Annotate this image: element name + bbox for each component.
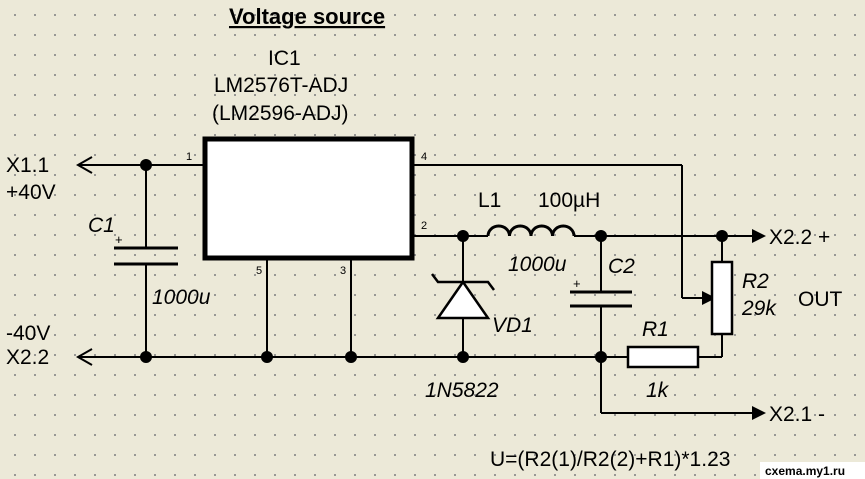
x22-left-voltage-label: -40V — [6, 322, 50, 345]
vd1-ref-label: VD1 — [492, 314, 533, 337]
arrow-r2-wiper — [702, 291, 716, 305]
x22-left-label: X2.2 — [6, 346, 49, 369]
arrow-x22-out — [752, 229, 766, 243]
junction-dots — [140, 159, 728, 363]
r1-ref-label: R1 — [642, 318, 669, 341]
r2-ref-label: R2 — [742, 270, 769, 293]
watermark-background — [760, 462, 865, 479]
c1-capacitor-symbol — [114, 246, 178, 266]
r1-resistor-symbol — [626, 345, 700, 369]
ic-alt-part-label: (LM2596-ADJ) — [212, 102, 349, 125]
r2-potentiometer-symbol — [710, 260, 734, 336]
vd1-diode-symbol — [431, 273, 495, 320]
formula-label: U=(R2(1)/R2(2)+R1)*1.23 — [490, 448, 730, 471]
l1-ref-label: L1 — [478, 189, 501, 212]
ic-pin-4-label: 4 — [421, 151, 427, 163]
x22-right-label: X2.2 + — [769, 226, 830, 249]
out-label: OUT — [798, 288, 843, 311]
arrows — [75, 156, 93, 366]
c2-ref-label: C2 — [608, 255, 635, 278]
ic-pin-2-label: 2 — [421, 220, 427, 232]
c2-value-label: 1000u — [508, 253, 567, 276]
ic-pin-3-label: 3 — [340, 265, 346, 277]
watermark-label: cxema.my1.ru — [765, 464, 845, 478]
arrow-x21-out — [752, 406, 766, 420]
ic-body — [202, 136, 415, 261]
ic-ref-label: IC1 — [268, 47, 301, 70]
c1-ref-label: C1 — [88, 214, 115, 237]
r1-value-label: 1k — [646, 379, 670, 402]
c1-polarity: + — [115, 232, 123, 247]
r2-value-label: 29k — [741, 297, 777, 320]
ic-pin-5-label: 5 — [256, 265, 262, 277]
l1-value-label: 100µH — [538, 189, 600, 212]
c1-value-label: 1000u — [152, 286, 211, 309]
c2-capacitor-symbol — [570, 290, 632, 308]
x11-voltage-label: +40V — [6, 181, 56, 204]
l1-inductor-symbol — [486, 224, 576, 237]
ic-pin-1-label: 1 — [186, 151, 192, 163]
c2-polarity: + — [573, 276, 581, 291]
schematic-title: Voltage source — [229, 4, 385, 29]
x11-label: X1.1 — [6, 154, 49, 177]
x21-right-label: X2.1 - — [769, 403, 825, 426]
ic-part-label: LM2576T-ADJ — [214, 74, 348, 97]
vd1-part-label: 1N5822 — [425, 379, 499, 402]
